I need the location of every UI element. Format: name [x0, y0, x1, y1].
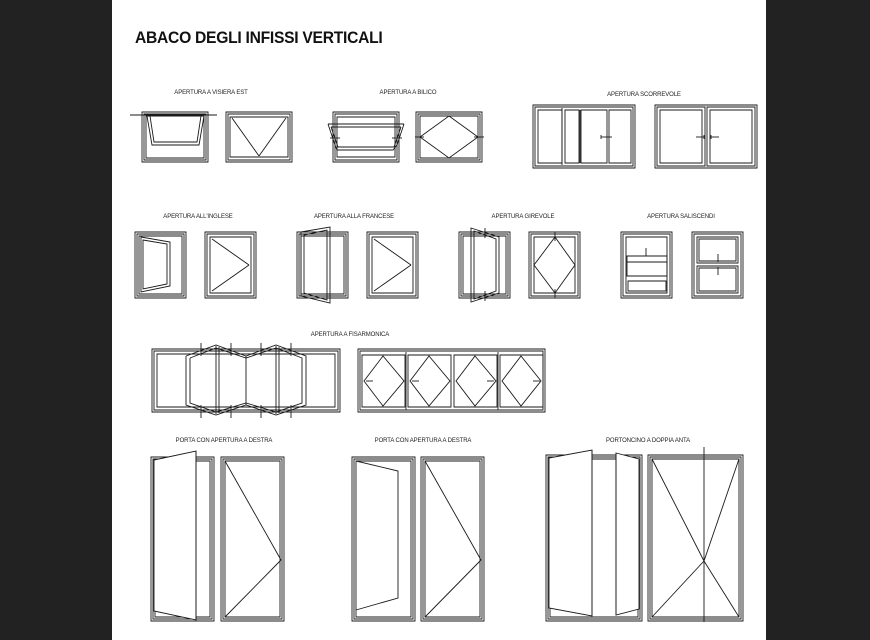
inglese-section-view: [135, 232, 186, 298]
label-scorrevole: APERTURA SCORREVOLE: [607, 92, 681, 98]
porta2-open-door-view: [352, 457, 415, 621]
girevole-section-view: [459, 228, 510, 302]
label-saliscendi: APERTURA SALISCENDI: [647, 214, 715, 220]
label-porta-destra-2: PORTA CON APERTURA A DESTRA: [374, 438, 472, 444]
label-girevole: APERTURA GIREVOLE: [491, 214, 555, 220]
scorrevole-triple-sliding-view: [533, 105, 635, 168]
bilico-section-view: [328, 112, 404, 162]
visiera-section-view: [130, 112, 217, 162]
saliscendi-elevation-view: [692, 232, 743, 298]
fisarmonica-folding-plan-view: [152, 343, 340, 418]
porta2-elevation-view: [421, 457, 484, 621]
label-francese: APERTURA ALLA FRANCESE: [313, 214, 395, 220]
francese-elevation-view: [367, 232, 418, 298]
label-bilico: APERTURA A BILICO: [379, 90, 437, 96]
porta1-elevation-view: [221, 457, 284, 621]
label-fisarmonica: APERTURA A FISARMONICA: [310, 332, 390, 338]
portoncino-open-double-door-view: [546, 450, 642, 621]
francese-section-view: [297, 227, 348, 303]
label-inglese: APERTURA ALL'INGLESE: [163, 214, 233, 220]
label-porta-destra-1: PORTA CON APERTURA A DESTRA: [175, 438, 273, 444]
visiera-elevation-view: [226, 112, 292, 162]
scorrevole-double-sliding-view: [655, 105, 757, 168]
fisarmonica-four-panel-elevation: [358, 349, 545, 412]
porta1-open-door-view: [151, 451, 214, 621]
inglese-elevation-view: [205, 232, 256, 298]
label-visiera: APERTURA A VISIERA EST: [174, 90, 248, 96]
girevole-elevation-view: [529, 232, 580, 298]
bilico-elevation-view: [415, 112, 484, 162]
label-portoncino: PORTONCINO A DOPPIA ANTA: [606, 438, 690, 444]
page-title: ABACO DEGLI INFISSI VERTICALI: [135, 28, 383, 47]
portoncino-elevation-view: [648, 447, 743, 622]
saliscendi-section-view: [621, 232, 672, 298]
